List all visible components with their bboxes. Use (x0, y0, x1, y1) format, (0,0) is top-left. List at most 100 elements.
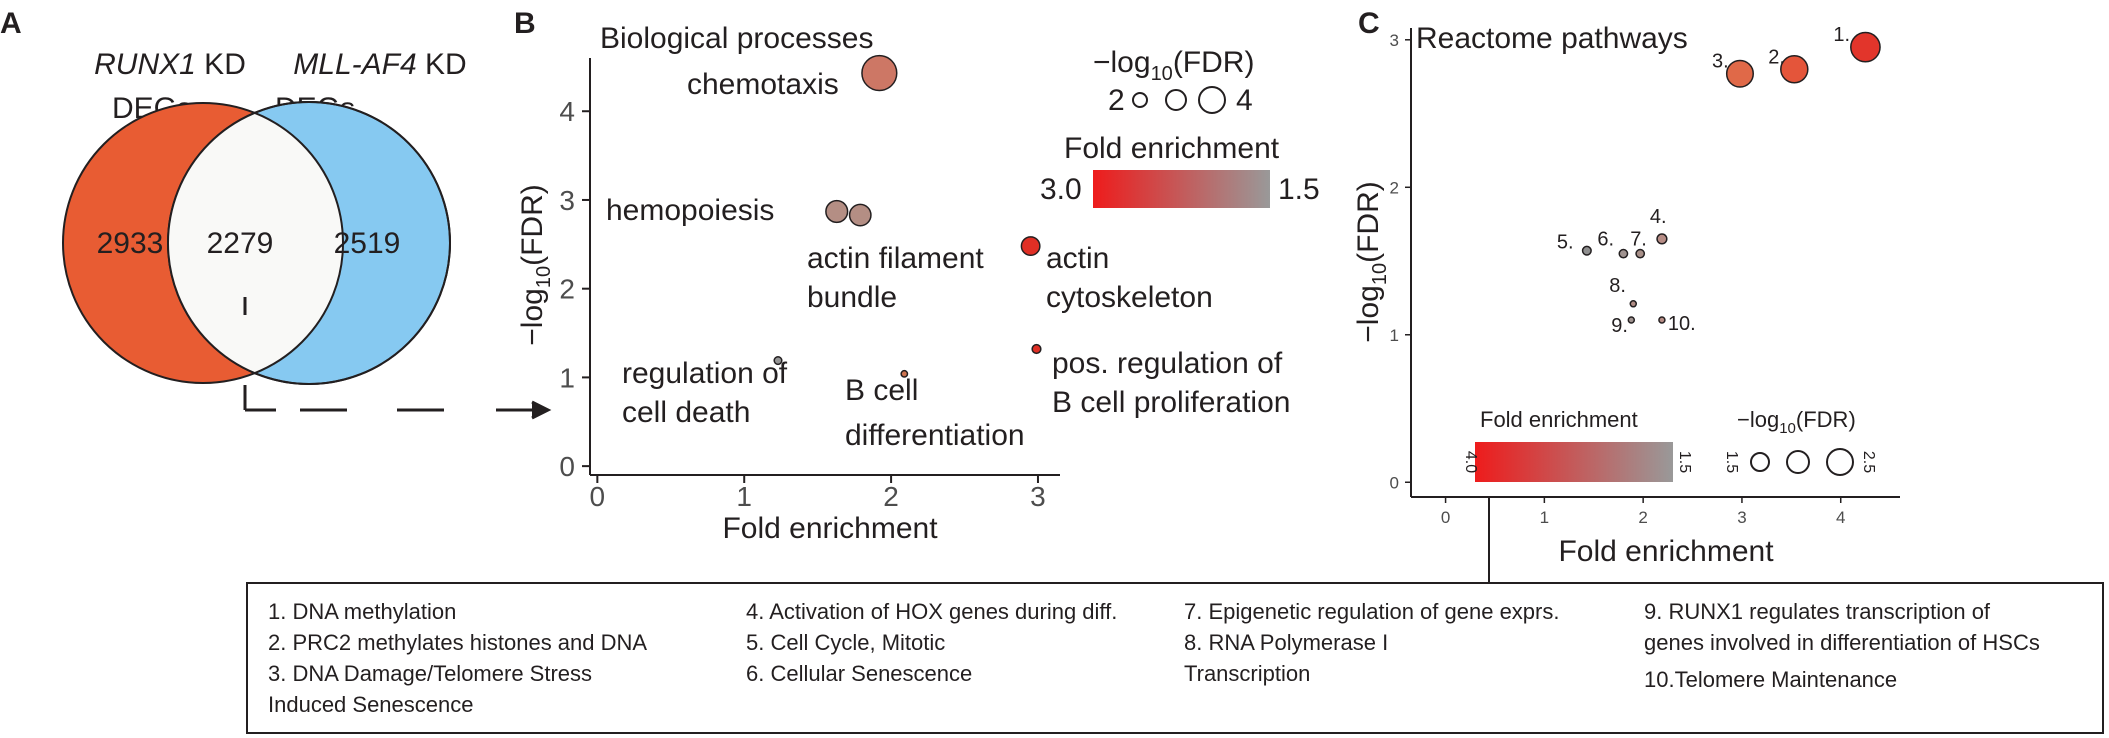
panel-c-size-legend-mid (1786, 450, 1810, 474)
panel-c-point (1627, 316, 1636, 324)
panel-b-ytick-label: 0 (559, 451, 575, 482)
panel-b-ticks: 0 1 2 3 0 1 2 3 4 (559, 96, 1045, 512)
label-regulation-cell-death-line2: cell death (622, 396, 750, 429)
panel-b-color-legend-title: Fold enrichment (1064, 132, 1280, 165)
panel-c-ytick-label: 1 (1390, 326, 1399, 345)
panel-b-xtick-label: 1 (736, 481, 752, 512)
pathway-item-7: 7. Epigenetic regulation of gene exprs. (1184, 599, 1560, 624)
panel-b-ylabel: −log10(FDR) (516, 184, 555, 345)
venn-right-title: MLL-AF4 KD (293, 48, 466, 81)
pathway-list-col-4: 9. RUNX1 regulates transcription of gene… (1644, 596, 2040, 695)
pathway-item-8-line2: Transcription (1184, 661, 1311, 686)
panel-b-color-legend-bar (1093, 170, 1270, 208)
panel-c-point-label: 6. (1597, 229, 1614, 251)
panel-b-size-legend-title: −log10(FDR) (1093, 46, 1254, 85)
panel-b-point (1031, 343, 1042, 355)
panel-c-point (1635, 248, 1646, 259)
panel-b-point (848, 203, 872, 227)
pathway-item-4: 4. Activation of HOX genes during diff. (746, 599, 1118, 624)
label-pos-regulation-line1: pos. regulation of (1052, 347, 1283, 380)
label-actin-filament-line1: actin filament (807, 242, 984, 275)
venn-left-title: RUNX1 KD (94, 48, 246, 81)
pathway-item-9-line2: genes involved in differentiation of HSC… (1644, 630, 2040, 655)
panel-b-size-legend-small (1132, 92, 1148, 108)
pathway-item-5: 5. Cell Cycle, Mitotic (746, 630, 946, 655)
pathway-item-8-line1: 8. RNA Polymerase I (1184, 630, 1389, 655)
panel-c-size-legend-small (1750, 452, 1770, 472)
panel-c-ylabel: −log10(FDR) (1352, 181, 1391, 342)
panel-c-xtick-label: 4 (1836, 508, 1845, 527)
pathway-item-6: 6. Cellular Senescence (746, 661, 973, 686)
panel-c-xtick-label: 3 (1737, 508, 1746, 527)
pathway-list-col-2: 4. Activation of HOX genes during diff. … (746, 596, 1117, 689)
pathway-item-2: 2. PRC2 methylates histones and DNA (268, 630, 648, 655)
pathway-item-3-line1: 3. DNA Damage/Telomere Stress (268, 661, 593, 686)
panel-c-point (1618, 248, 1629, 259)
panel-c-ytick-label: 3 (1390, 31, 1399, 50)
panel-b-xtick-label: 2 (883, 481, 899, 512)
panel-c-color-legend-title: Fold enrichment (1480, 407, 1638, 432)
panel-c-point-label: 2. (1768, 46, 1785, 68)
venn-right-count: 2519 (334, 227, 401, 260)
panel-label-b: B (514, 7, 536, 40)
panel-b-points (773, 54, 1042, 378)
label-actin-cytoskeleton-line1: actin (1046, 242, 1109, 275)
panel-c-axes (1410, 28, 1900, 498)
panel-c-xtick-label: 1 (1540, 508, 1549, 527)
label-actin-cytoskeleton-line2: cytoskeleton (1046, 281, 1213, 314)
panel-c-point (1656, 233, 1668, 245)
pathway-item-10: 10.Telomere Maintenance (1644, 667, 1898, 692)
panel-b-point (861, 54, 898, 92)
panel-b-ytick-label: 1 (559, 362, 575, 393)
panel-b-axes (589, 58, 1060, 476)
pathway-list-col-3: 7. Epigenetic regulation of gene exprs. … (1184, 596, 1559, 689)
venn-overlap-count: 2279 (207, 227, 274, 260)
panel-b-size-legend-mid (1165, 89, 1187, 111)
panel-c-point-label: 1. (1833, 24, 1850, 46)
pathway-item-3-line2: Induced Senescence (268, 692, 474, 717)
panel-c-point (1850, 31, 1881, 63)
panel-c-color-legend-top: 4.0 (1462, 451, 1479, 473)
panel-b-xtick-label: 3 (1030, 481, 1046, 512)
panel-label-a: A (0, 7, 22, 40)
panel-b-point (900, 369, 909, 378)
label-bcell-diff-line1: B cell (845, 374, 918, 407)
panel-c-xlabel: Fold enrichment (1558, 535, 1774, 568)
panel-c-color-legend-bar (1475, 442, 1673, 482)
panel-b-ytick-label: 3 (559, 185, 575, 216)
label-actin-filament-line2: bundle (807, 281, 897, 314)
panel-b-xlabel: Fold enrichment (722, 512, 938, 545)
pathway-list-box: 1. DNA methylation 2. PRC2 methylates hi… (246, 582, 2104, 734)
panel-b-title: Biological processes (600, 22, 873, 55)
panel-c-size-legend-max: 2.5 (1860, 451, 1877, 473)
panel-b-point (1020, 236, 1041, 257)
panel-b-color-legend-right: 1.5 (1278, 173, 1320, 206)
panel-c-color-legend-bottom: 1.5 (1676, 451, 1693, 473)
panel-b-ytick-label: 4 (559, 96, 575, 127)
panel-b-ytick-label: 2 (559, 274, 575, 305)
panel-c-point (1725, 59, 1754, 88)
panel-c-point (1581, 245, 1592, 256)
panel-c-xtick-label: 0 (1441, 508, 1450, 527)
panel-b-size-legend-max: 4 (1236, 84, 1253, 117)
venn-overlap (168, 103, 343, 383)
venn-diagram (62, 101, 451, 385)
panel-b-color-legend-left: 3.0 (1040, 173, 1082, 206)
panel-c-xtick-label: 2 (1638, 508, 1647, 527)
pathway-list-col-1: 1. DNA methylation 2. PRC2 methylates hi… (268, 596, 647, 720)
label-chemotaxis: chemotaxis (687, 68, 839, 101)
label-bcell-diff-line2: differentiation (845, 419, 1025, 452)
label-hemopoiesis: hemopoiesis (606, 194, 774, 227)
panel-c-ytick-label: 0 (1390, 473, 1399, 492)
panel-c-point-label: 3. (1712, 51, 1729, 73)
label-regulation-cell-death-line1: regulation of (622, 357, 788, 390)
panel-c-point (1658, 316, 1666, 324)
venn-left-count: 2933 (97, 227, 164, 260)
panel-c-point-label: 8. (1609, 275, 1626, 297)
panel-c-point (1780, 55, 1809, 84)
panel-b-xtick-label: 0 (590, 481, 606, 512)
pathway-item-9-line1: 9. RUNX1 regulates transcription of (1644, 599, 1991, 624)
pathway-item-1: 1. DNA methylation (268, 599, 457, 624)
connector-arrow (243, 297, 552, 420)
